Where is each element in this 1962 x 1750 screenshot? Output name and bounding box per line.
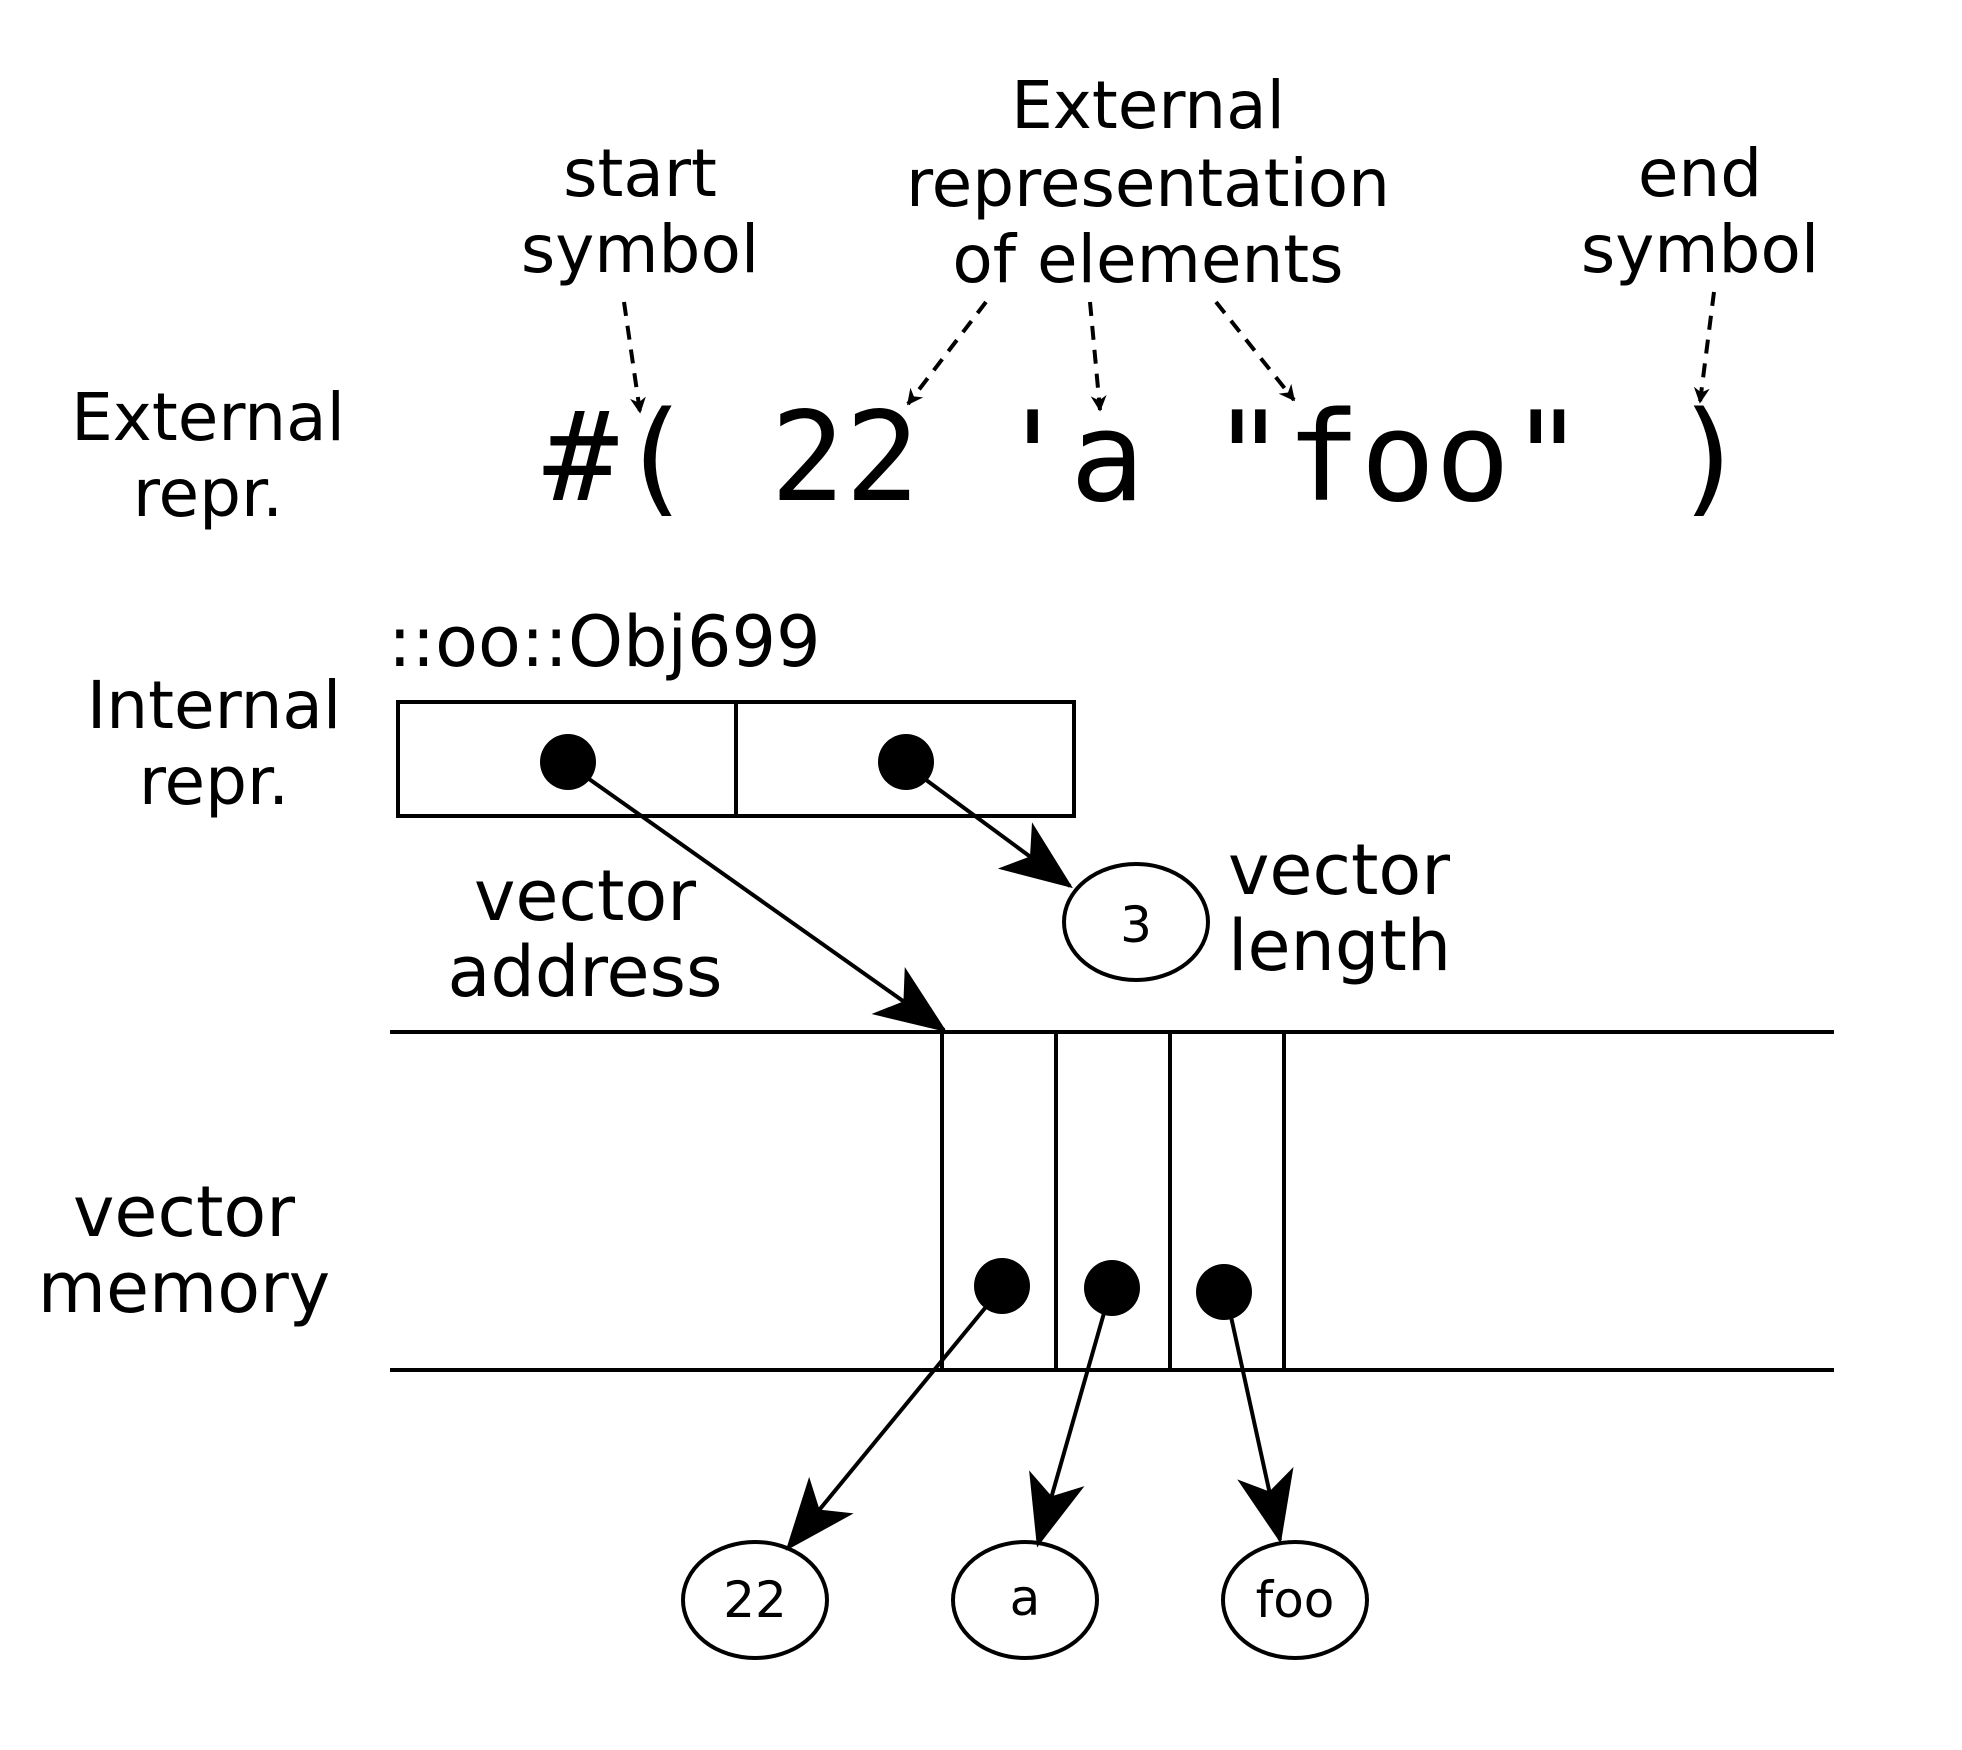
element-node-a-value: a — [1010, 1569, 1041, 1627]
object-name: ::oo::Obj699 — [388, 601, 821, 683]
end-symbol-label-line2: symbol — [1581, 211, 1819, 288]
vector-length-label: vector length — [1228, 829, 1451, 987]
external-repr-label: External repr. — [71, 379, 345, 532]
vector-address-label-line2: address — [447, 931, 722, 1013]
vector-address-label-line1: vector — [474, 855, 696, 937]
vector-length-arrow — [916, 772, 1073, 889]
internal-repr-label-line2: repr. — [139, 743, 289, 820]
vector-address-arrow — [580, 772, 947, 1033]
element-node-foo-value: foo — [1256, 1571, 1335, 1629]
memory-cell-dot-2 — [1196, 1264, 1252, 1320]
external-elements-label-line1: External — [1011, 67, 1285, 144]
vector-address-label: vector address — [447, 855, 722, 1013]
vector-memory-label-line2: memory — [38, 1247, 330, 1329]
object-record — [396, 700, 1076, 818]
end-symbol-pointer — [1693, 291, 1716, 404]
element-node-22-value: 22 — [723, 1571, 787, 1629]
internal-repr-label: Internal repr. — [87, 667, 341, 820]
element-node-foo-ellipse — [1221, 1540, 1369, 1660]
element-22-pointer — [906, 300, 988, 406]
address-pointer-dot — [540, 734, 596, 790]
memory-cell-dot-0 — [974, 1258, 1030, 1314]
element-foo-pointer — [1214, 300, 1296, 402]
external-element-foo: "foo" — [1211, 386, 1584, 530]
external-repr-label-line2: repr. — [133, 455, 283, 532]
length-node-ellipse — [1062, 862, 1210, 982]
vector-memory-label-line1: vector — [73, 1171, 295, 1253]
element-a-pointer — [1088, 301, 1107, 412]
element-22-arrow — [785, 1300, 992, 1551]
element-node-foo: foo — [1221, 1540, 1369, 1660]
start-symbol-label-line1: start — [563, 135, 717, 212]
start-symbol-label: start symbol — [521, 135, 759, 288]
vector-memory-band — [390, 1030, 1834, 1372]
length-node: 3 — [1062, 862, 1210, 982]
start-symbol-label-line2: symbol — [521, 211, 759, 288]
external-start-token: #( — [543, 386, 692, 530]
start-symbol-pointer — [622, 301, 646, 414]
end-symbol-label-line1: end — [1638, 135, 1762, 212]
end-symbol-label: end symbol — [1581, 135, 1819, 288]
element-node-22: 22 — [681, 1540, 829, 1660]
element-node-22-ellipse — [681, 1540, 829, 1660]
vector-memory-label: vector memory — [38, 1171, 330, 1329]
memory-cell-dot-1 — [1084, 1260, 1140, 1316]
vector-length-label-line2: length — [1228, 905, 1451, 987]
internal-repr-label-line1: Internal — [87, 667, 341, 744]
vector-length-label-line1: vector — [1228, 829, 1450, 911]
element-node-a-ellipse — [951, 1540, 1099, 1660]
external-end-token: ) — [1673, 386, 1748, 530]
element-a-arrow — [1029, 1305, 1108, 1548]
external-element-a: 'a — [995, 386, 1144, 530]
external-elements-label-line3: of elements — [952, 221, 1343, 298]
element-foo-arrow — [1228, 1311, 1294, 1544]
external-elements-label-line2: representation — [906, 145, 1390, 222]
element-node-a: a — [951, 1540, 1099, 1660]
external-repr-label-line1: External — [71, 379, 345, 456]
external-elements-label: External representation of elements — [906, 67, 1390, 298]
length-node-value: 3 — [1120, 896, 1152, 954]
external-element-22: 22 — [770, 386, 919, 530]
